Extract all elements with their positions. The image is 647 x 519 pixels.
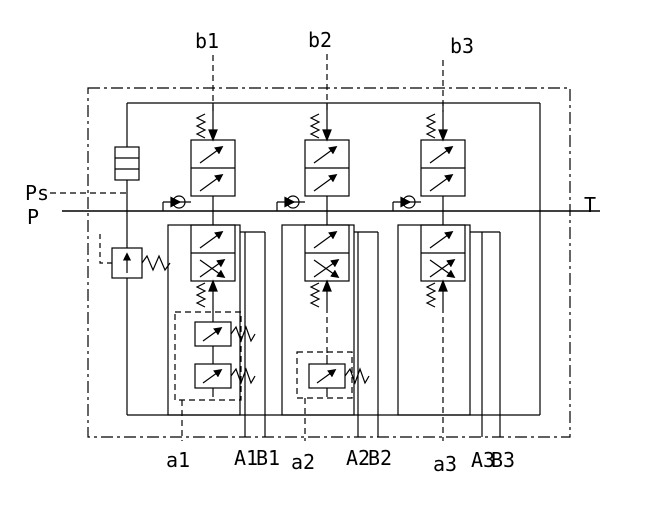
port-label-B2: B2 bbox=[368, 446, 392, 470]
port-label-b1: b1 bbox=[195, 29, 219, 53]
port-label-a2: a2 bbox=[291, 450, 315, 474]
port-label-p: P bbox=[27, 205, 39, 229]
port-label-ps: Ps bbox=[25, 181, 49, 205]
directional-valve-2-icon bbox=[277, 103, 349, 307]
enclosure-boundary bbox=[87, 87, 571, 438]
port-label-t: T bbox=[584, 193, 596, 217]
valve-section-2 bbox=[277, 103, 379, 441]
port-relief-valve-1a-icon bbox=[195, 313, 255, 355]
port-labels: b1 b2 b3 Ps P T a1 A1 B1 a2 A2 B2 a3 A3 … bbox=[25, 28, 596, 476]
port-relief-valve-1b-icon bbox=[195, 355, 255, 397]
port-label-a1: a1 bbox=[166, 448, 190, 472]
directional-valve-1-icon bbox=[163, 103, 235, 307]
directional-valve-3-icon bbox=[393, 103, 465, 307]
port-label-a3: a3 bbox=[433, 452, 457, 476]
port-label-b2: b2 bbox=[308, 28, 332, 52]
port-label-A1: A1 bbox=[234, 446, 258, 470]
pilot-supply-filter-icon bbox=[114, 146, 140, 181]
port-label-b3: b3 bbox=[450, 34, 474, 58]
internal-housing-outline bbox=[126, 102, 541, 416]
port-label-A3: A3 bbox=[471, 448, 495, 472]
main-relief-valve-icon bbox=[99, 234, 171, 279]
schematic-geometry bbox=[50, 54, 600, 441]
port-label-A2: A2 bbox=[346, 446, 370, 470]
port-relief-valve-2-icon bbox=[309, 355, 369, 397]
port-label-B3: B3 bbox=[491, 448, 515, 472]
valve-section-3 bbox=[393, 103, 501, 441]
port-label-B1: B1 bbox=[256, 446, 280, 470]
valve-section-1 bbox=[163, 103, 266, 441]
